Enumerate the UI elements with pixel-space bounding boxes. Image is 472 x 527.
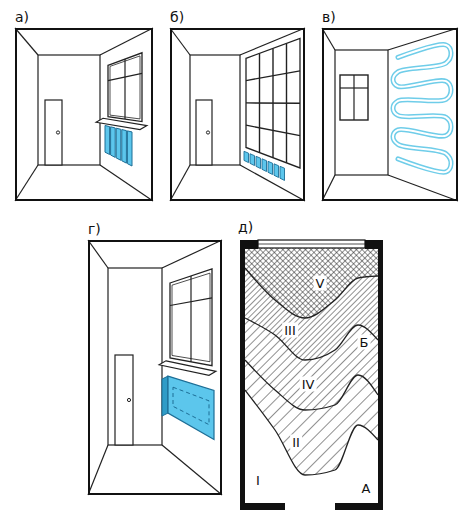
wall <box>240 503 285 510</box>
perspective-line <box>170 165 190 201</box>
window <box>258 240 365 248</box>
wall <box>335 503 383 510</box>
convector-section <box>280 166 285 180</box>
window-mullion <box>353 75 354 120</box>
panel-letter: д) <box>238 219 253 235</box>
back-wall <box>190 55 240 165</box>
zone-label: II <box>290 435 302 450</box>
radiator-section <box>122 130 127 164</box>
door-knob <box>56 131 59 134</box>
temperature-zone <box>245 360 378 475</box>
panel-frame: а) <box>15 28 153 201</box>
back-wall <box>38 55 100 165</box>
perspective-line <box>88 240 108 268</box>
panel-frame: б) <box>170 28 305 201</box>
window-transom <box>108 73 142 80</box>
perspective-line <box>100 28 153 55</box>
isotherm <box>245 268 378 318</box>
window-transom <box>170 298 212 306</box>
room-convector-under-glazing <box>170 28 305 201</box>
panel-frame: д) <box>240 240 383 510</box>
perspective-line <box>15 165 38 201</box>
panel-letter: в) <box>322 9 336 25</box>
glazing <box>246 38 300 167</box>
zone-label: А <box>360 481 373 496</box>
room-wall-heating <box>322 28 458 201</box>
perspective-line <box>162 445 222 495</box>
radiator-section <box>111 127 116 158</box>
isotherm <box>245 318 378 360</box>
window <box>340 75 368 120</box>
panel-frame: в) <box>322 28 458 201</box>
radiator-channel <box>173 387 209 424</box>
radiator-section <box>127 131 132 166</box>
isotherm <box>245 390 378 475</box>
perspective-line <box>388 175 458 201</box>
window <box>170 269 212 366</box>
perspective-line <box>162 240 222 268</box>
back-wall <box>108 268 162 445</box>
heating-pipe <box>393 45 451 173</box>
panel-radiator <box>168 376 214 439</box>
radiator-section <box>105 125 110 154</box>
window-mullion <box>190 276 191 362</box>
perspective-line <box>15 28 38 55</box>
window <box>108 53 142 122</box>
window-frame <box>172 273 210 362</box>
room-panel-radiator <box>88 240 222 495</box>
convector-section <box>244 151 249 162</box>
window-sill <box>159 361 216 375</box>
wall <box>240 240 245 510</box>
zone-label: IV <box>300 377 317 392</box>
door <box>115 355 133 445</box>
temperature-zone-plan <box>240 240 383 510</box>
convector-section <box>262 159 267 172</box>
door <box>196 100 212 165</box>
back-wall <box>335 50 388 175</box>
convector-section <box>268 161 273 174</box>
door-knob <box>127 398 130 401</box>
zone-label: III <box>282 323 298 338</box>
panel-letter: б) <box>170 9 184 25</box>
zone-label: Б <box>358 335 371 350</box>
window-transom <box>340 87 368 88</box>
perspective-line <box>88 445 108 495</box>
convector-section <box>274 164 279 178</box>
panel-letter: а) <box>15 9 29 25</box>
radiator-side <box>162 376 168 416</box>
window-mullion <box>124 59 125 119</box>
panel-frame: г) <box>88 240 222 495</box>
wall <box>378 240 383 510</box>
door <box>45 100 62 165</box>
perspective-line <box>100 165 153 201</box>
glazing-mullion <box>286 43 287 162</box>
isotherm <box>245 360 378 410</box>
convector-section <box>256 156 261 168</box>
window-frame <box>110 56 140 119</box>
panel-letter: г) <box>88 221 101 237</box>
heating-pipe-core <box>393 45 451 173</box>
glazing-transom <box>246 102 300 104</box>
convector-section <box>250 154 255 166</box>
radiator-section <box>116 128 121 160</box>
glazing-transom <box>246 125 300 135</box>
room-radiator-under-window <box>15 28 153 201</box>
zone-label: I <box>254 473 262 488</box>
window-sill <box>96 118 147 129</box>
perspective-line <box>170 28 190 55</box>
zone-label: V <box>314 276 327 291</box>
door-knob <box>206 131 209 134</box>
window-pane <box>258 244 365 245</box>
